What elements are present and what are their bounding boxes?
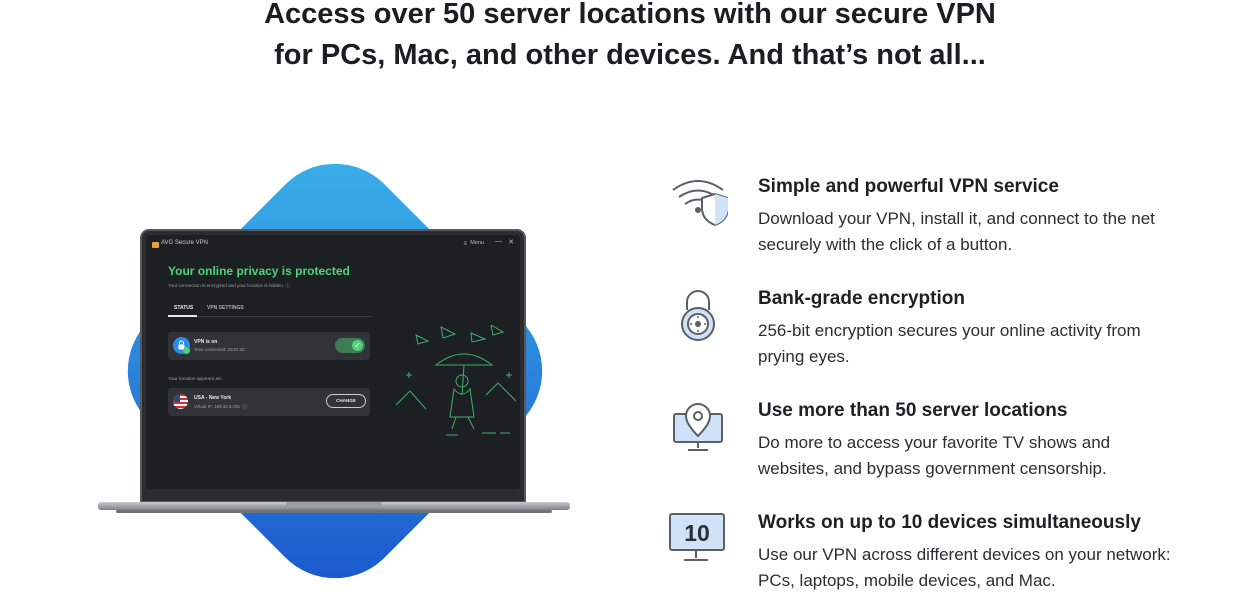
tab-vpn-settings[interactable]: VPN SETTINGS (207, 305, 244, 311)
virtual-ip: Virtual IP: 169.32.3.235 ⓘ (194, 403, 247, 410)
usa-flag-icon (173, 394, 188, 409)
laptop-illustration: AVG Secure VPN ≡ Menu — ✕ Your online pr… (96, 140, 572, 600)
vpn-toggle[interactable]: ✓ (335, 338, 365, 353)
status-subtitle: Your connection is encrypted and your lo… (168, 282, 290, 289)
feature-title: Simple and powerful VPN service (758, 176, 1059, 197)
location-monitor-icon (673, 403, 723, 451)
vpn-time-connected: Time connected: 00:04:20 (194, 347, 245, 352)
close-icon[interactable]: ✕ (508, 239, 514, 246)
monitor-number-text: 10 (684, 520, 710, 546)
page-headline: Access over 50 server locations with our… (0, 0, 1260, 76)
menu-button[interactable]: Menu (470, 240, 484, 246)
headline-line-1: Access over 50 server locations with our… (264, 0, 996, 30)
info-icon[interactable]: ⓘ (285, 283, 291, 289)
wifi-shield-icon (672, 180, 728, 227)
headline-line-2: for PCs, Mac, and other devices. And tha… (274, 39, 986, 71)
umbrella-figure-illustration (396, 325, 517, 436)
status-subtitle-text: Your connection is encrypted and your lo… (168, 283, 285, 288)
vpn-status-card: VPN is on Time connected: 00:04:20 ✓ (168, 332, 370, 360)
feature-list: Simple and powerful VPN service Download… (668, 0, 1228, 600)
feature-title: Works on up to 10 devices simultaneously (758, 512, 1141, 533)
status-title: Your online privacy is protected (168, 264, 350, 278)
feature-description: Do more to access your favorite TV shows… (758, 433, 1111, 478)
feature-item-server-locations: Use more than 50 server locations Do mor… (668, 400, 1228, 500)
active-tab-indicator (168, 315, 197, 317)
padlock-icon (681, 290, 715, 341)
monitor-number-icon: 10 (669, 513, 725, 561)
feature-title: Use more than 50 server locations (758, 400, 1068, 421)
laptop-base (98, 502, 570, 513)
laptop-screen: AVG Secure VPN ≡ Menu — ✕ Your online pr… (140, 229, 526, 503)
location-card: USA - New York Virtual IP: 169.32.3.235 … (168, 388, 370, 416)
ip-info-icon[interactable]: ⓘ (242, 404, 248, 410)
feature-description: Download your VPN, install it, and conne… (758, 209, 1155, 254)
change-location-button[interactable]: CHANGE (326, 394, 366, 408)
toggle-check-icon: ✓ (352, 340, 363, 351)
minimize-icon[interactable]: — (495, 238, 502, 245)
feature-title: Bank-grade encryption (758, 288, 965, 309)
app-titlebar: AVG Secure VPN ≡ Menu — ✕ (146, 235, 520, 255)
vpn-status-title: VPN is on (194, 339, 218, 345)
feature-item-ten-devices: 10 Works on up to 10 devices simultaneou… (668, 512, 1228, 612)
app-tabs: STATUS VPN SETTINGS (168, 304, 372, 317)
feature-item-vpn-service: Simple and powerful VPN service Download… (668, 176, 1228, 276)
app-title: AVG Secure VPN (161, 240, 208, 246)
avg-logo-icon (152, 242, 159, 248)
connected-check-icon (183, 347, 190, 354)
location-name: USA - New York (194, 395, 232, 401)
location-caption: Your location appears as: (168, 377, 222, 382)
hamburger-menu-icon[interactable]: ≡ (463, 241, 467, 247)
feature-item-encryption: Bank-grade encryption 256-bit encryption… (668, 288, 1228, 388)
feature-description: 256-bit encryption secures your online a… (758, 321, 1141, 366)
tab-status[interactable]: STATUS (174, 305, 194, 311)
virtual-ip-text: Virtual IP: 169.32.3.235 (194, 404, 240, 409)
feature-description: Use our VPN across different devices on … (758, 545, 1171, 590)
vpn-app-window: AVG Secure VPN ≡ Menu — ✕ Your online pr… (146, 235, 520, 489)
